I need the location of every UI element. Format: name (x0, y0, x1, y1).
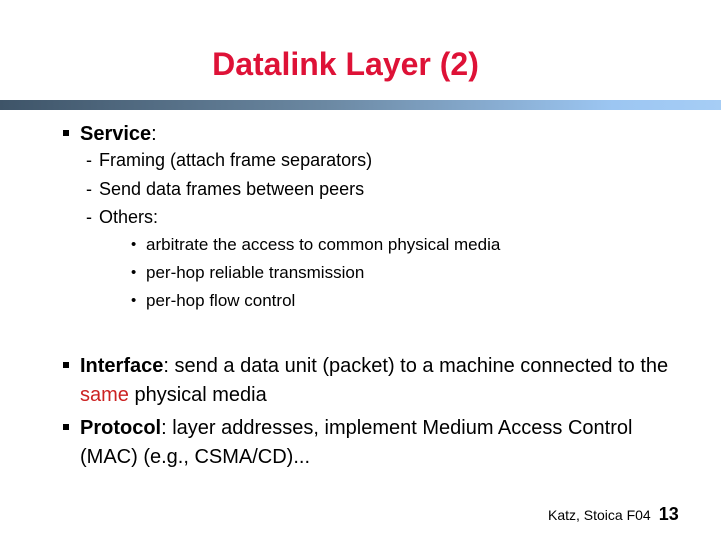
dot-bullet-icon: • (131, 264, 137, 281)
dot-bullet-icon: • (131, 236, 137, 253)
footer-page-number: 13 (658, 504, 679, 524)
sub-sub-bullet-label: per-hop reliable transmission (146, 263, 365, 282)
sub-bullet-framing: - Framing (attach frame separators) (0, 146, 372, 174)
interface-text-before: : send a data unit (packet) to a machine… (163, 355, 669, 377)
dash-bullet-icon: - (86, 207, 92, 227)
protocol-text: : layer addresses, implement Medium Acce… (80, 417, 633, 468)
bullet-term-service: Service (80, 123, 152, 145)
sub-sub-bullet-reliable: • per-hop reliable transmission (0, 259, 364, 287)
bullet-item-protocol: Protocol: layer addresses, implement Med… (0, 414, 690, 472)
highlight-same: same (80, 384, 129, 406)
sub-sub-bullet-label: per-hop flow control (146, 291, 296, 310)
dash-bullet-icon: - (86, 179, 92, 199)
sub-sub-bullet-arbitrate: • arbitrate the access to common physica… (0, 231, 500, 259)
footer-credit: Katz, Stoica F04 (548, 507, 651, 523)
divider-bar (0, 100, 721, 110)
bullet-term-interface: Interface (80, 355, 164, 377)
sub-sub-bullet-label: arbitrate the access to common physical … (146, 235, 501, 254)
sub-bullet-others: - Others: (0, 203, 158, 231)
square-bullet-icon (63, 130, 69, 136)
sub-bullet-label: Framing (attach frame separators) (99, 150, 373, 170)
interface-text-after: physical media (128, 384, 267, 406)
sub-bullet-send-frames: - Send data frames between peers (0, 175, 364, 203)
bullet-term-colon: : (151, 123, 157, 145)
bullet-item-interface: Interface: send a data unit (packet) to … (0, 352, 690, 410)
square-bullet-icon (63, 362, 69, 368)
bullet-item-service: Service: (0, 120, 157, 148)
slide-footer: Katz, Stoica F04 13 (548, 504, 679, 525)
sub-bullet-label: Send data frames between peers (99, 179, 365, 199)
bullet-term-protocol: Protocol (80, 417, 162, 439)
sub-bullet-label: Others: (99, 207, 159, 227)
sub-sub-bullet-flow-control: • per-hop flow control (0, 287, 295, 315)
dash-bullet-icon: - (86, 150, 92, 170)
page-title: Datalink Layer (2) (212, 46, 479, 82)
square-bullet-icon (63, 424, 69, 430)
dot-bullet-icon: • (131, 292, 137, 309)
